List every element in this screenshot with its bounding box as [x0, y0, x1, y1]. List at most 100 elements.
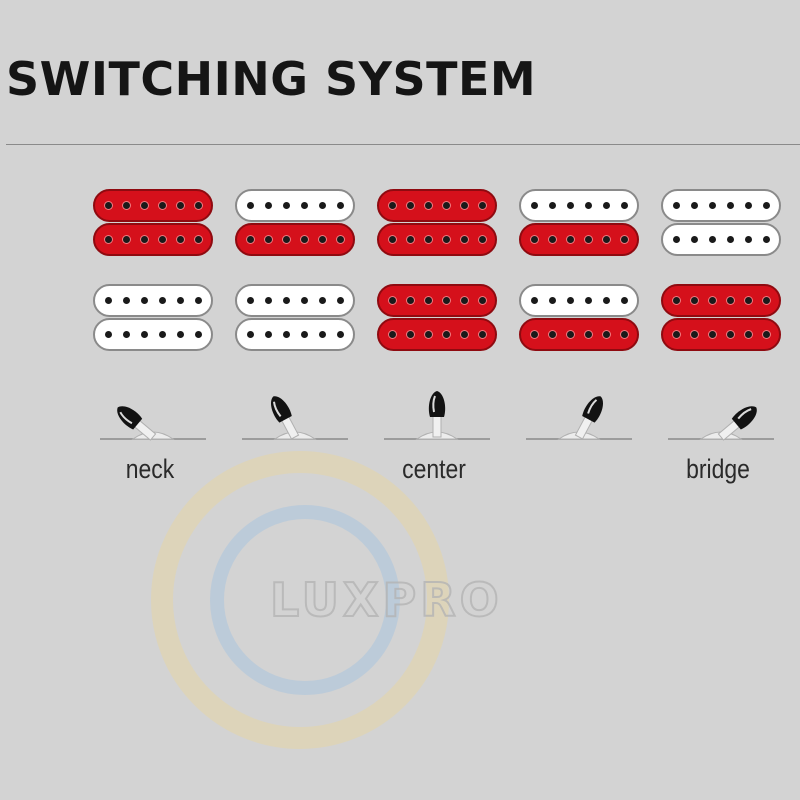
- pole-piece: [176, 202, 184, 209]
- pole-piece: [478, 202, 486, 209]
- pole-piece: [584, 331, 592, 338]
- pickup-coil-bridge-lower: [519, 318, 639, 351]
- pole-piece: [282, 202, 290, 209]
- pole-piece: [246, 297, 254, 304]
- pole-piece: [158, 236, 166, 243]
- pole-piece: [264, 236, 272, 243]
- pole-piece: [246, 331, 254, 338]
- pole-piece: [158, 331, 166, 338]
- pole-piece: [194, 297, 202, 304]
- pole-piece: [442, 331, 450, 338]
- pole-piece: [478, 297, 486, 304]
- pole-piece: [762, 297, 770, 304]
- pickup-coil-neck-lower: [235, 223, 355, 256]
- pickup-coil-neck-upper: [661, 189, 781, 222]
- pole-piece: [176, 297, 184, 304]
- pole-piece: [388, 331, 396, 338]
- pole-piece: [388, 236, 396, 243]
- pole-piece: [158, 297, 166, 304]
- pole-piece: [762, 331, 770, 338]
- switch-position-label-center: center: [402, 454, 466, 484]
- pole-piece: [690, 297, 698, 304]
- pole-piece: [140, 236, 148, 243]
- pole-piece: [672, 236, 680, 243]
- pole-piece: [246, 236, 254, 243]
- pole-piece: [620, 297, 628, 304]
- pole-piece: [726, 236, 734, 243]
- pole-piece: [762, 202, 770, 209]
- pole-piece: [336, 202, 344, 209]
- pole-piece: [104, 297, 112, 304]
- pole-piece: [708, 236, 716, 243]
- pole-piece: [548, 297, 556, 304]
- pole-piece: [318, 202, 326, 209]
- pole-piece: [602, 236, 610, 243]
- pole-piece: [122, 297, 130, 304]
- pole-piece: [460, 202, 468, 209]
- pole-piece: [690, 236, 698, 243]
- pole-piece: [620, 236, 628, 243]
- pole-piece: [264, 202, 272, 209]
- pickup-coil-bridge-upper: [235, 284, 355, 317]
- pole-piece: [744, 236, 752, 243]
- pole-piece: [264, 331, 272, 338]
- pickup-coil-bridge-lower: [377, 318, 497, 351]
- pole-piece: [460, 297, 468, 304]
- pole-piece: [194, 331, 202, 338]
- pole-piece: [424, 202, 432, 209]
- pole-piece: [336, 236, 344, 243]
- pickup-coil-neck-lower: [661, 223, 781, 256]
- pole-piece: [744, 331, 752, 338]
- pole-piece: [282, 236, 290, 243]
- pole-piece: [176, 236, 184, 243]
- pole-piece: [726, 297, 734, 304]
- pole-piece: [530, 331, 538, 338]
- pole-piece: [158, 202, 166, 209]
- pickup-coil-neck-upper: [93, 189, 213, 222]
- pole-piece: [726, 202, 734, 209]
- pole-piece: [318, 297, 326, 304]
- pole-piece: [406, 236, 414, 243]
- pickup-coil-neck-lower: [377, 223, 497, 256]
- pole-piece: [442, 236, 450, 243]
- pole-piece: [584, 236, 592, 243]
- title-divider: [6, 144, 800, 145]
- pickup-coil-bridge-lower: [661, 318, 781, 351]
- pole-piece: [602, 202, 610, 209]
- pole-piece: [672, 297, 680, 304]
- pickup-coil-bridge-upper: [93, 284, 213, 317]
- pickup-coil-neck-upper: [235, 189, 355, 222]
- pole-piece: [620, 331, 628, 338]
- pole-piece: [406, 202, 414, 209]
- pole-piece: [104, 236, 112, 243]
- pole-piece: [140, 297, 148, 304]
- pickup-coil-neck-upper: [519, 189, 639, 222]
- pole-piece: [708, 202, 716, 209]
- pickup-coil-bridge-lower: [93, 318, 213, 351]
- pole-piece: [264, 297, 272, 304]
- pole-piece: [620, 202, 628, 209]
- pole-piece: [300, 236, 308, 243]
- pole-piece: [282, 297, 290, 304]
- pickup-coil-neck-upper: [377, 189, 497, 222]
- selector-switch-icon: [100, 406, 206, 441]
- pole-piece: [424, 331, 432, 338]
- pole-piece: [406, 297, 414, 304]
- pole-piece: [530, 202, 538, 209]
- pole-piece: [194, 202, 202, 209]
- pole-piece: [584, 297, 592, 304]
- pole-piece: [530, 297, 538, 304]
- switch-position-label-bridge: bridge: [686, 454, 750, 484]
- pole-piece: [602, 297, 610, 304]
- pole-piece: [388, 297, 396, 304]
- pole-piece: [744, 297, 752, 304]
- pole-piece: [318, 236, 326, 243]
- pole-piece: [566, 297, 574, 304]
- pole-piece: [672, 202, 680, 209]
- pole-piece: [672, 331, 680, 338]
- pole-piece: [122, 236, 130, 243]
- pole-piece: [478, 236, 486, 243]
- pole-piece: [282, 331, 290, 338]
- pole-piece: [246, 202, 254, 209]
- pole-piece: [584, 202, 592, 209]
